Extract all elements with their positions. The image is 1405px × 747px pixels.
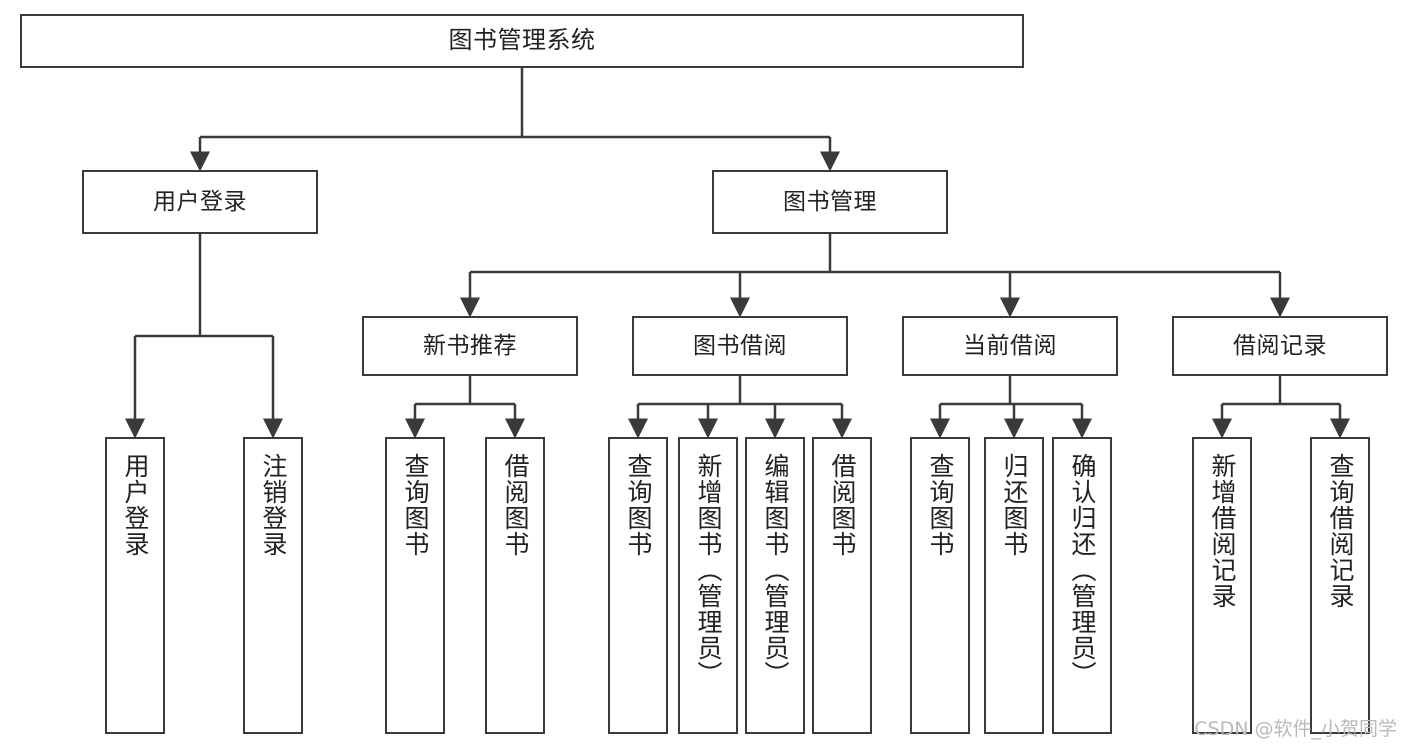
node-records[interactable]: 借阅记录 (1172, 316, 1388, 376)
node-leaf3[interactable]: 查询图书 (385, 437, 445, 734)
node-borrow[interactable]: 图书借阅 (632, 316, 848, 376)
node-leaf4[interactable]: 借阅图书 (485, 437, 545, 734)
node-label: 当前借阅 (963, 332, 1057, 359)
node-label: 用户登录 (153, 188, 247, 215)
node-label: 查询图书 (624, 453, 653, 557)
node-label: 图书借阅 (693, 332, 787, 359)
node-leaf8[interactable]: 借阅图书 (812, 437, 872, 734)
node-leaf11[interactable]: 确认归还（管理员） (1052, 437, 1112, 734)
node-leaf12[interactable]: 新增借阅记录 (1192, 437, 1252, 734)
node-leaf7[interactable]: 编辑图书（管理员） (745, 437, 805, 734)
node-label: 借阅记录 (1233, 332, 1327, 359)
node-leaf1[interactable]: 用户登录 (105, 437, 165, 734)
node-current[interactable]: 当前借阅 (902, 316, 1118, 376)
node-root[interactable]: 图书管理系统 (20, 14, 1024, 68)
node-label: 查询图书 (401, 453, 430, 557)
node-leaf13[interactable]: 查询借阅记录 (1310, 437, 1370, 734)
node-leaf9[interactable]: 查询图书 (910, 437, 970, 734)
node-label: 图书管理 (783, 188, 877, 215)
node-newbook[interactable]: 新书推荐 (362, 316, 578, 376)
node-label: 归还图书 (1000, 453, 1029, 557)
node-label: 注销登录 (259, 453, 288, 557)
node-leaf5[interactable]: 查询图书 (608, 437, 668, 734)
node-label: 借阅图书 (828, 453, 857, 557)
node-login[interactable]: 用户登录 (82, 170, 318, 234)
node-label: 查询图书 (926, 453, 955, 557)
edge-path-group (125, 68, 1350, 439)
node-label: 新增图书（管理员） (694, 453, 723, 687)
node-leaf2[interactable]: 注销登录 (243, 437, 303, 734)
node-label: 查询借阅记录 (1326, 453, 1355, 609)
node-label: 确认归还（管理员） (1068, 453, 1097, 687)
node-label: 新书推荐 (423, 332, 517, 359)
node-leaf10[interactable]: 归还图书 (984, 437, 1044, 734)
watermark: CSDN @软件_小贺同学 (1194, 718, 1397, 740)
node-label: 用户登录 (121, 453, 150, 557)
node-label: 图书管理系统 (448, 26, 596, 55)
node-label: 编辑图书（管理员） (761, 453, 790, 687)
node-label: 借阅图书 (501, 453, 530, 557)
node-bookmgmt[interactable]: 图书管理 (712, 170, 948, 234)
node-label: 新增借阅记录 (1208, 453, 1237, 609)
node-leaf6[interactable]: 新增图书（管理员） (678, 437, 738, 734)
